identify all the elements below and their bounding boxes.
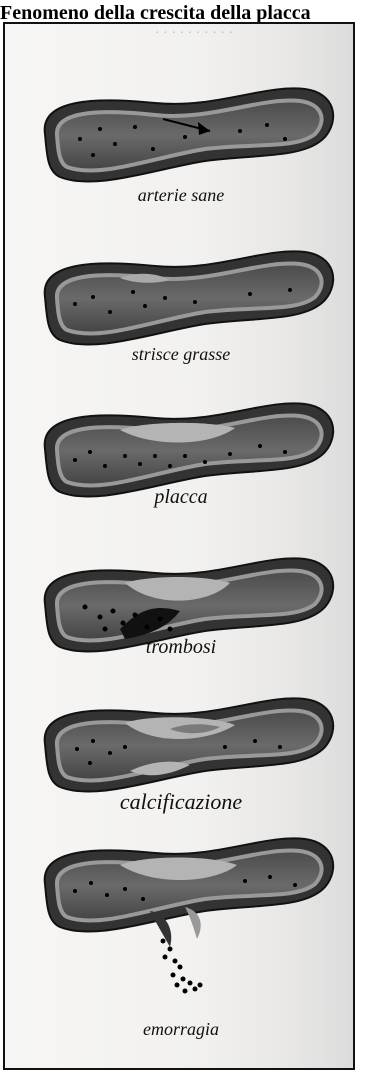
label-plaque: placca (5, 486, 355, 509)
label-hemorrhage: emorragia (5, 1019, 355, 1040)
atherosclerosis-diagram: arterie sane strisce grasse placca tromb… (5, 24, 355, 1070)
label-fatty-streaks: strisce grasse (5, 344, 355, 365)
artery-illustrations (5, 24, 355, 1070)
illustration-frame: · · · · · · · · · · (3, 22, 355, 1070)
label-thrombosis: trombosi (5, 636, 355, 659)
bleeding-drops (161, 939, 203, 994)
artery-healthy (45, 88, 334, 181)
label-healthy-arteries: arterie sane (5, 185, 355, 206)
artery-plaque (45, 403, 334, 496)
artery-calcification (45, 698, 334, 791)
artery-hemorrhage (45, 838, 334, 993)
artery-fatty-streaks (45, 251, 334, 344)
label-calcification: calcificazione (5, 789, 355, 815)
